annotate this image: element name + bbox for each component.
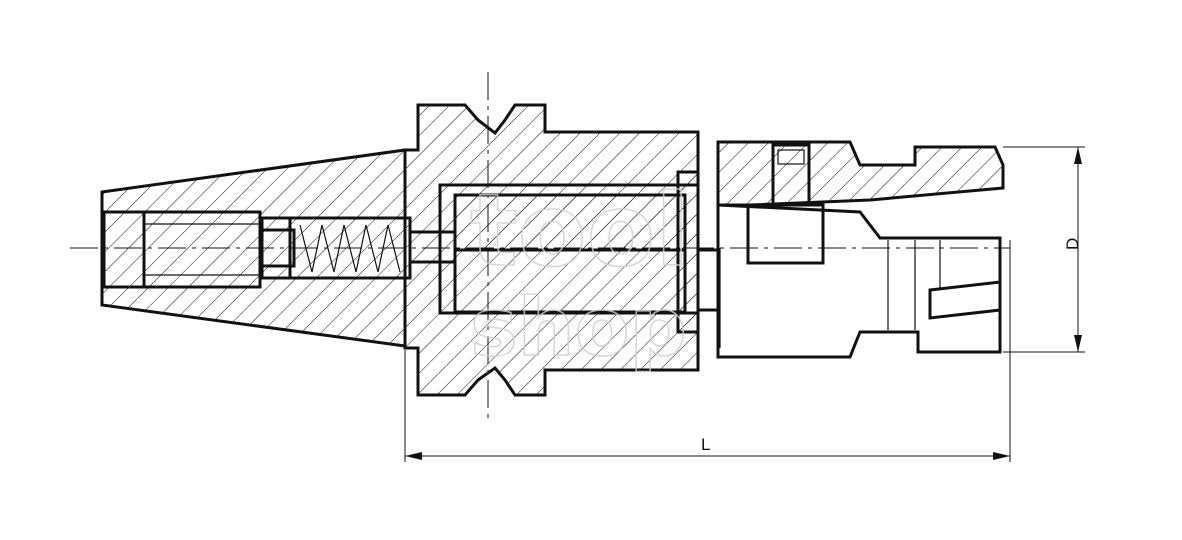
taper-shank — [100, 148, 407, 348]
spring-housing — [288, 216, 412, 280]
retention-knob-seat — [102, 210, 146, 289]
flange — [260, 103, 700, 397]
spring-plunger — [260, 228, 296, 268]
dimension-length: L — [404, 240, 1011, 462]
collet-slot — [928, 280, 1002, 320]
spring-coils — [299, 224, 401, 273]
collet-chuck — [696, 140, 1005, 359]
watermark-line1: tool — [470, 172, 689, 289]
arrow-bottom — [1074, 335, 1082, 352]
chuck-body-lower — [716, 203, 1002, 359]
diameter-label: D — [1063, 238, 1082, 250]
watermark-line2: shop — [470, 281, 687, 374]
arrow-right — [993, 452, 1010, 460]
arrow-left — [405, 452, 422, 460]
connector-neck — [696, 248, 720, 312]
taper-body — [100, 148, 407, 348]
set-screw — [777, 149, 805, 165]
watermark: tool shop — [469, 171, 690, 375]
clamp-sleeve — [746, 203, 825, 265]
dimension-diameter: D — [1003, 146, 1085, 353]
chuck-body-upper — [716, 140, 1005, 207]
arrow-top — [1074, 147, 1082, 164]
pull-stud-bore — [100, 210, 262, 289]
length-label: L — [701, 435, 710, 454]
